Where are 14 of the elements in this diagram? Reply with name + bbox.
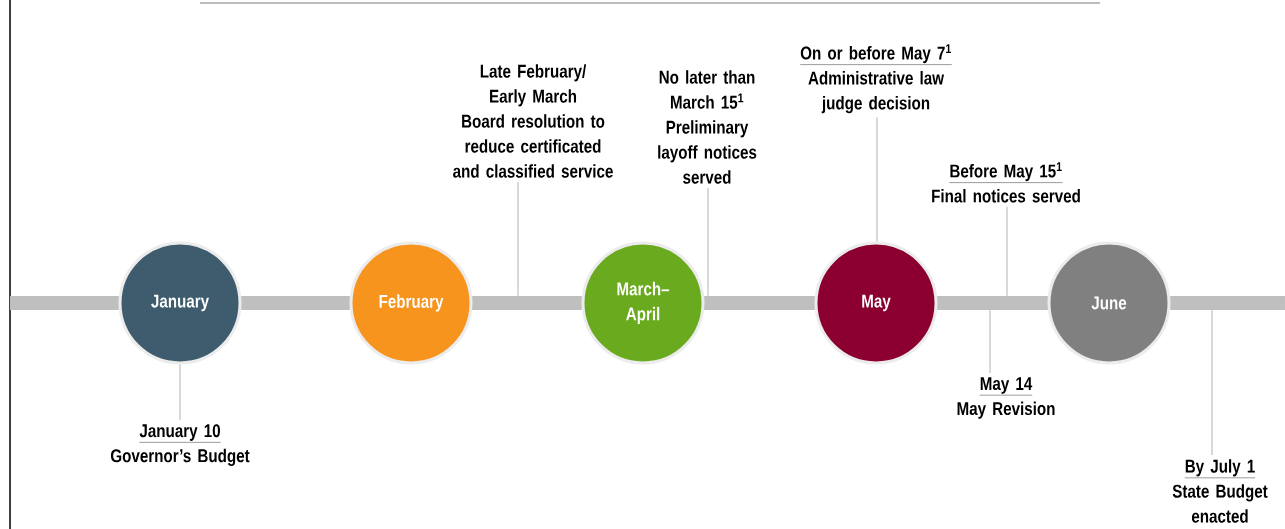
milestone-label: May 14 May Revision: [957, 377, 1055, 419]
leader-line: [1006, 206, 1008, 297]
leader-line: [989, 309, 991, 374]
leader-line: [517, 181, 519, 297]
milestone-label: January 10 Governor’s Budget: [110, 424, 250, 467]
milestone-label: Before May 15$^{1}$ Final notices served: [932, 162, 1080, 203]
milestone-label: Late February/ Early March Board resolution to reduce certificated and classified service: [453, 64, 613, 178]
milestone-label: By July 1 State Budget enacted: [1172, 459, 1268, 523]
leader-line: [707, 187, 709, 297]
milestone-label: No later than March 15$^{1}$ Preliminary layoff notices served: [658, 70, 757, 184]
leader-line: [876, 117, 878, 242]
leader-line: [179, 364, 181, 421]
milestone-label: On or before May 7$^{1}$ Administrative law judge decision: [800, 44, 952, 114]
leader-line: [1211, 309, 1213, 456]
